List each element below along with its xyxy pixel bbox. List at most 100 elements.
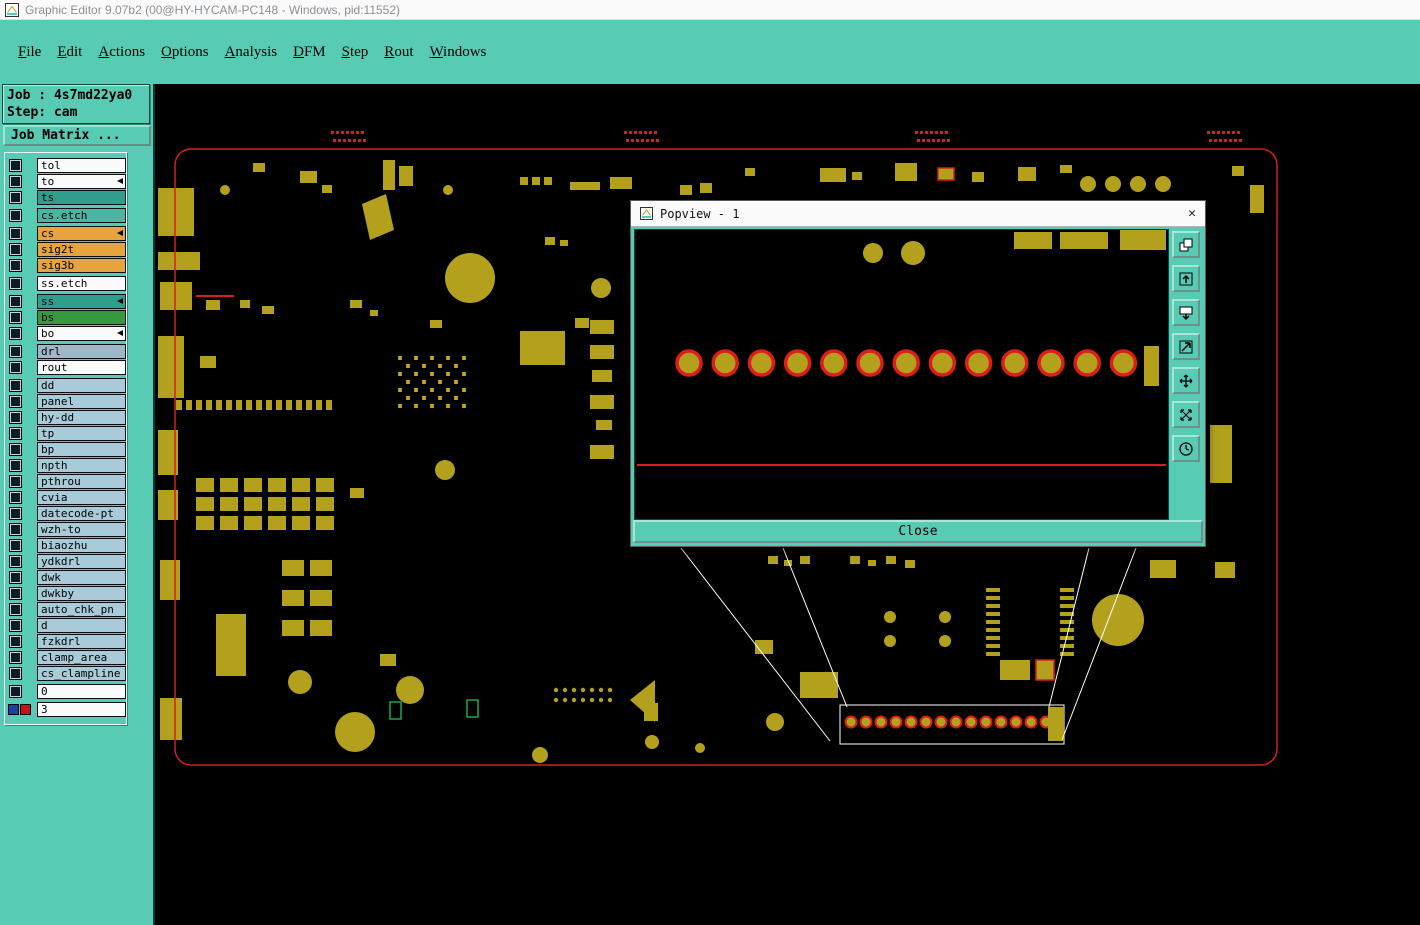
layer-row-panel[interactable]: panel [7,393,126,409]
layer-name[interactable]: fzkdrl [37,633,126,649]
layer-visibility-checkbox[interactable] [9,586,22,600]
layer-visibility-checkbox[interactable] [9,344,22,358]
layer-visibility-checkbox[interactable] [9,650,22,664]
layer-name[interactable]: hy-dd [37,409,126,425]
layer-row-3[interactable]: 3 [7,701,126,717]
layer-name[interactable]: clamp_area [37,649,126,665]
layer-visibility-checkbox[interactable] [9,310,22,324]
pan-move-button[interactable] [1171,367,1200,394]
layer-row-tol[interactable]: tol [7,157,126,173]
layer-name[interactable]: dd [37,377,126,393]
layer-name[interactable]: drl [37,343,126,359]
menu-options[interactable]: Options [161,43,209,60]
menu-rout[interactable]: Rout [384,43,414,60]
layer-visibility-checkbox[interactable] [9,538,22,552]
layer-visibility-checkbox[interactable] [9,570,22,584]
popview-zoom-canvas[interactable] [634,229,1169,520]
menu-file[interactable]: File [18,43,42,60]
layer-name[interactable]: cs [37,225,126,241]
layer-row-biaozhu[interactable]: biaozhu [7,537,126,553]
layer-row-ss[interactable]: ss [7,293,126,309]
layer-visibility-checkbox[interactable] [9,378,22,392]
layer-name[interactable]: tol [37,157,126,173]
layer-row-sig3b[interactable]: sig3b [7,257,126,273]
layer-row-cvia[interactable]: cvia [7,489,126,505]
layer-visibility-checkbox[interactable] [9,190,22,204]
layer-row-wzh-to[interactable]: wzh-to [7,521,126,537]
layer-row-sig2t[interactable]: sig2t [7,241,126,257]
layer-visibility-checkbox[interactable] [9,426,22,440]
layer-visibility-checkbox[interactable] [9,684,22,698]
layer-visibility-checkbox[interactable] [9,242,22,256]
layer-name[interactable]: dwk [37,569,126,585]
layer-row-tp[interactable]: tp [7,425,126,441]
layer-visibility-checkbox[interactable] [9,174,22,188]
layer-row-auto_chk_pn[interactable]: auto_chk_pn [7,601,126,617]
layer-name[interactable]: npth [37,457,126,473]
pan-down-button[interactable] [1171,299,1200,326]
pcb-canvas[interactable]: Popview - 1 ✕ Close [155,84,1420,925]
layer-name[interactable]: ts [37,189,126,205]
layer-name[interactable]: d [37,617,126,633]
layer-row-dd[interactable]: dd [7,377,126,393]
zoom-corner-button[interactable] [1171,333,1200,360]
layer-name[interactable]: datecode-pt [37,505,126,521]
layer-row-cs_clampline[interactable]: cs_clampline [7,665,126,681]
layer-visibility-checkbox[interactable] [9,360,22,374]
layer-visibility-checkbox[interactable] [9,394,22,408]
menu-step[interactable]: Step [341,43,369,60]
layer-name[interactable]: biaozhu [37,537,126,553]
layer-name[interactable]: panel [37,393,126,409]
layer-name[interactable]: to [37,173,126,189]
layer-row-datecode-pt[interactable]: datecode-pt [7,505,126,521]
layer-row-bo[interactable]: bo [7,325,126,341]
overlap-view-button[interactable] [1171,231,1200,258]
layer-visibility-checkbox[interactable] [9,410,22,424]
layer-row-fzkdrl[interactable]: fzkdrl [7,633,126,649]
layer-name[interactable]: auto_chk_pn [37,601,126,617]
layer-blue-square-icon[interactable] [8,703,19,715]
menu-edit[interactable]: Edit [57,43,83,60]
layer-name[interactable]: sig2t [37,241,126,257]
layer-row-hy-dd[interactable]: hy-dd [7,409,126,425]
layer-name[interactable]: 0 [37,683,126,699]
layer-name[interactable]: cs_clampline [37,665,126,681]
layer-row-bs[interactable]: bs [7,309,126,325]
layer-row-clamp_area[interactable]: clamp_area [7,649,126,665]
layer-name[interactable]: bs [37,309,126,325]
layer-name[interactable]: rout [37,359,126,375]
layer-visibility-checkbox[interactable] [9,276,22,290]
layer-row-ydkdrl[interactable]: ydkdrl [7,553,126,569]
layer-row-ts[interactable]: ts [7,189,126,205]
previous-view-button[interactable] [1171,435,1200,462]
layer-visibility-checkbox[interactable] [9,666,22,680]
layer-name[interactable]: cs.etch [37,207,126,223]
layer-row-rout[interactable]: rout [7,359,126,375]
layer-row-dwk[interactable]: dwk [7,569,126,585]
layer-name[interactable]: sig3b [37,257,126,273]
layer-name[interactable]: bo [37,325,126,341]
menu-windows[interactable]: Windows [429,43,487,60]
pan-up-button[interactable] [1171,265,1200,292]
layer-row-bp[interactable]: bp [7,441,126,457]
layer-visibility-checkbox[interactable] [9,618,22,632]
layer-visibility-checkbox[interactable] [9,602,22,616]
layer-red-square-icon[interactable] [20,703,31,715]
layer-name[interactable]: tp [37,425,126,441]
layer-row-to[interactable]: to [7,173,126,189]
layer-name[interactable]: cvia [37,489,126,505]
zoom-extents-button[interactable] [1171,401,1200,428]
layer-visibility-checkbox[interactable] [9,474,22,488]
layer-name[interactable]: wzh-to [37,521,126,537]
layer-row-ss.etch[interactable]: ss.etch [7,275,126,291]
layer-row-drl[interactable]: drl [7,343,126,359]
layer-row-0[interactable]: 0 [7,683,126,699]
menu-dfm[interactable]: DFM [293,43,326,60]
menu-actions[interactable]: Actions [98,43,146,60]
layer-name[interactable]: ss.etch [37,275,126,291]
layer-row-cs[interactable]: cs [7,225,126,241]
layer-row-cs.etch[interactable]: cs.etch [7,207,126,223]
layer-visibility-checkbox[interactable] [9,294,22,308]
layer-visibility-checkbox[interactable] [9,634,22,648]
layer-name[interactable]: ydkdrl [37,553,126,569]
